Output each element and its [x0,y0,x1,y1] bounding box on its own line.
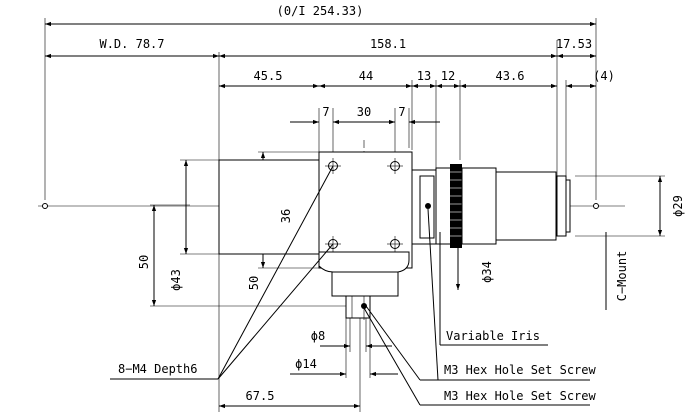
extension-lines [44,18,665,412]
dim-port-outer-text: ϕ14 [295,357,317,371]
dim-lens-length-text: 158.1 [370,37,406,51]
iris-knurl-lines [450,171,462,237]
callout-c-mount: C−Mount [615,251,629,302]
iris-knurl [450,164,462,248]
c-mount-tip [565,179,571,233]
dim-front-section-text: 45.5 [254,69,283,83]
rear-barrel [495,171,557,241]
dim-front-height-text: 50 [137,255,151,269]
dim-hole-left-text: 7 [322,105,329,119]
dim-hole-right-text: 7 [398,105,405,119]
dim-wd-text: W.D. 78.7 [99,37,164,51]
leader-lines [110,165,607,406]
callout-set-screw-2: M3 Hex Hole Set Screw [444,389,596,403]
dim-port-inner-text: ϕ8 [311,329,325,343]
dimension-lines [45,21,663,409]
callout-set-screw-1: M3 Hex Hole Set Screw [444,363,596,377]
dim-mount-diameter-text: ϕ29 [671,195,685,217]
dim-iris-diameter-text: ϕ34 [480,261,494,283]
dim-port-offset-text: 67.5 [246,389,275,403]
set-screw-dot-2 [361,303,367,309]
dim-block-height-text: 50 [247,276,261,290]
callout-mounting-holes: 8−M4 Depth6 [118,362,197,376]
callout-variable-iris: Variable Iris [446,329,540,343]
mount-center-marker [593,203,599,209]
dim-hole-vertical-text: 36 [279,209,293,223]
cube-neck [318,251,410,273]
bottom-mount [331,271,399,297]
front-barrel [218,159,320,255]
set-screw-dot-1 [425,203,431,209]
dim-block-width-text: 44 [359,69,373,83]
dim-iris-gap-text: 13 [417,69,431,83]
dim-hole-spacing-text: 30 [357,105,371,119]
c-mount-thread [556,175,567,237]
rear-barrel-front [461,167,497,245]
lens-body [42,151,599,319]
dim-rear-barrel-text: 43.6 [496,69,525,83]
dim-front-diameter-text: ϕ43 [169,269,183,291]
focus-point-marker [42,203,48,209]
dim-mount-length-text: 17.53 [556,37,592,51]
dim-iris-width-text: 12 [441,69,455,83]
dim-overall-text: (0/I 254.33) [277,4,364,18]
dim-rear-offset-text: (4) [593,69,615,83]
